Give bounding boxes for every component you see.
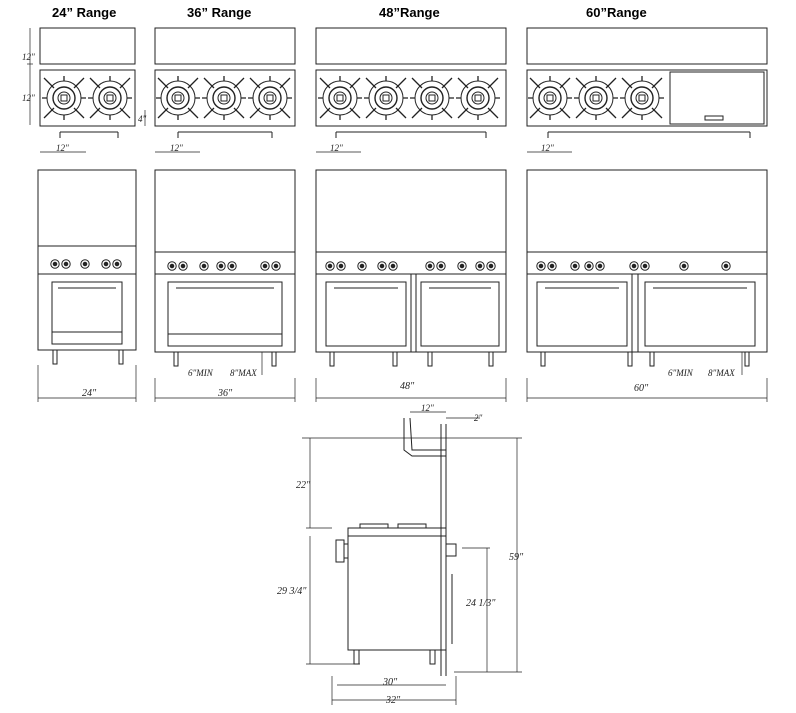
side-view-dims [302,411,522,705]
top-view-36 [154,27,296,153]
dim-48-width: 12" [330,143,343,153]
front-view-36 [154,169,296,402]
dim-36-width: 12" [170,143,183,153]
title-48-range: 48”Range [379,5,440,20]
dim-shelf-gap: 2" [474,413,483,423]
dim-oven-height: 24 1/3" [466,598,496,609]
title-24-range: 24” Range [52,5,117,20]
dim-shelf-depth: 12" [421,403,434,413]
top-view-60 [526,27,768,153]
front-view-24 [37,169,137,402]
dim-leg-max-60: 8"MAX [708,368,735,378]
top-view-24 [39,27,136,138]
side-view [335,417,457,676]
title-36-range: 36” Range [187,5,252,20]
dim-total-depth: 32" [385,695,401,706]
dim-leg-max-36: 8"MAX [230,368,257,378]
front-view-60 [526,169,768,402]
dim-leg-min-36: 6"MIN [188,368,214,378]
title-60-range: 60”Range [586,5,647,20]
dim-front-60: 60" [634,383,649,394]
dim-front-24: 24" [82,388,97,399]
top-view-48 [315,27,507,153]
top-view-24-dims [27,28,146,153]
dim-burner-depth: 12" [22,93,35,103]
dim-total-height: 59" [509,552,524,563]
dim-back-depth: 12" [22,52,35,62]
dim-body-height: 29 3/4" [277,586,307,597]
dim-riser-height: 22" [296,480,311,491]
dim-24-width: 12" [56,143,69,153]
dim-front-36: 36" [217,388,233,399]
dim-60-width: 12" [541,143,554,153]
dim-inner-depth: 30" [382,677,398,688]
dim-front-48: 48" [400,381,415,392]
front-view-48 [315,169,507,402]
dim-leg-min-60: 6"MIN [668,368,694,378]
dim-side-offset: 4" [138,114,147,124]
